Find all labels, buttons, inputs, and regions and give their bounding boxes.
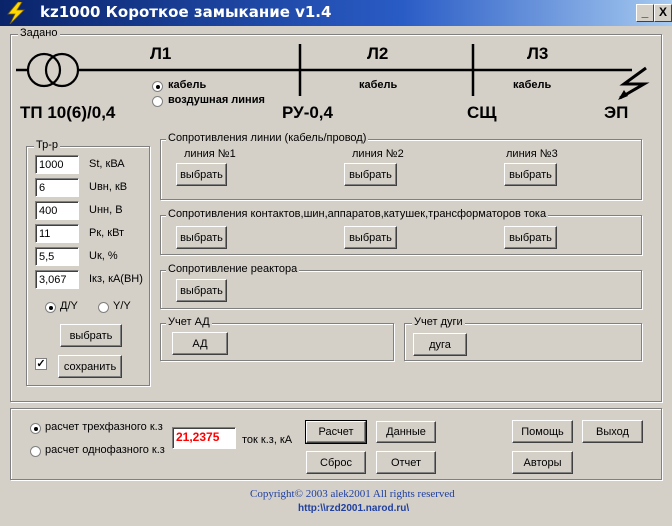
network-diagram <box>16 44 650 100</box>
single-phase-label: расчет однофазного к.з <box>45 444 165 456</box>
report-button[interactable]: Отчет <box>376 451 436 474</box>
arc-button[interactable]: дуга <box>413 333 467 356</box>
single-phase-radio[interactable] <box>30 446 41 457</box>
ad-label: Учет АД <box>166 316 212 328</box>
main-group <box>10 34 662 402</box>
line2-label: линия №2 <box>352 148 404 160</box>
node-ep: ЭП <box>604 103 629 122</box>
authors-button[interactable]: Авторы <box>512 451 573 474</box>
transformer-select-button[interactable]: выбрать <box>60 324 122 347</box>
result-label: ток к.з, кА <box>242 434 293 446</box>
st-input[interactable] <box>35 155 79 174</box>
ad-button[interactable]: АД <box>172 332 228 355</box>
copyright-text: Copyright© 2003 alek2001 All rights rese… <box>250 488 455 500</box>
line-resistance-group <box>160 139 642 200</box>
line-label-l3: Л3 <box>527 44 549 63</box>
uvn-label: Uвн, кВ <box>89 181 128 193</box>
contact-resistance-label: Сопротивления контактов,шин,аппаратов,ка… <box>166 208 549 220</box>
line-resistance-label: Сопротивления линии (кабель/провод) <box>166 132 369 144</box>
line-label-l1: Л1 <box>150 44 172 63</box>
site-link[interactable]: http:\\rzd2001.narod.ru\ <box>298 503 410 514</box>
data-button[interactable]: Данные <box>376 421 436 443</box>
calc-button[interactable]: Расчет <box>305 420 367 444</box>
lightning-icon <box>7 2 25 24</box>
line2-select-button[interactable]: выбрать <box>344 163 397 186</box>
unn-label: Uнн, В <box>89 204 123 216</box>
l1-cable-radio[interactable] <box>152 81 163 92</box>
l1-overhead-radio[interactable] <box>152 96 163 107</box>
reactor-select-button[interactable]: выбрать <box>176 279 227 302</box>
transformer-group <box>26 146 150 386</box>
result-field: 21,2375 <box>172 427 236 449</box>
line1-label: линия №1 <box>184 148 236 160</box>
dy-radio[interactable] <box>45 302 56 313</box>
pk-label: Рк, кВт <box>89 227 125 239</box>
title-bar <box>0 0 672 26</box>
arc-label: Учет дуги <box>412 316 465 328</box>
uk-input[interactable] <box>35 247 79 266</box>
line1-select-button[interactable]: выбрать <box>176 163 227 186</box>
ikz-label: Iкз, кА(ВН) <box>89 273 143 285</box>
node-sc: СЩ <box>467 103 497 122</box>
exit-button[interactable]: Выход <box>582 420 643 443</box>
pk-input[interactable] <box>35 224 79 243</box>
node-ru: РУ-0,4 <box>282 103 333 122</box>
save-checkbox[interactable]: ✓ <box>35 358 47 370</box>
window-title: kz1000 Короткое замыкание v1.4 <box>40 3 332 21</box>
ikz-input[interactable] <box>35 270 79 289</box>
arc-group <box>404 323 642 361</box>
save-button[interactable]: сохранить <box>58 355 122 378</box>
main-group-label: Задано <box>18 27 60 39</box>
l1-overhead-label: воздушная линия <box>168 94 265 106</box>
l1-cable-label: кабель <box>168 79 207 91</box>
contact1-select-button[interactable]: выбрать <box>176 226 227 249</box>
l2-type-label: кабель <box>359 79 398 91</box>
reactor-group <box>160 270 642 309</box>
transformer-group-label: Тр-р <box>34 139 60 151</box>
node-tp: ТП 10(6)/0,4 <box>20 103 116 122</box>
yy-radio[interactable] <box>98 302 109 313</box>
three-phase-radio[interactable] <box>30 423 41 434</box>
l3-type-label: кабель <box>513 79 552 91</box>
help-button[interactable]: Помощь <box>512 420 573 443</box>
three-phase-label: расчет трехфазного к.з <box>45 421 163 433</box>
unn-input[interactable] <box>35 201 79 220</box>
ad-group <box>160 323 394 361</box>
contact3-select-button[interactable]: выбрать <box>504 226 557 249</box>
reset-button[interactable]: Сброс <box>306 451 366 474</box>
uk-label: Uк, % <box>89 250 118 262</box>
minimize-button[interactable]: _ <box>636 4 654 22</box>
calc-group <box>10 408 662 480</box>
dy-label: Д/Y <box>60 300 78 312</box>
line-label-l2: Л2 <box>367 44 389 63</box>
st-label: St, кВА <box>89 158 125 170</box>
close-button[interactable]: X <box>654 4 672 22</box>
contact-resistance-group <box>160 215 642 255</box>
uvn-input[interactable] <box>35 178 79 197</box>
line3-select-button[interactable]: выбрать <box>504 163 557 186</box>
reactor-label: Сопротивление реактора <box>166 263 300 275</box>
contact2-select-button[interactable]: выбрать <box>344 226 397 249</box>
line3-label: линия №3 <box>506 148 558 160</box>
yy-label: Y/Y <box>113 300 131 312</box>
